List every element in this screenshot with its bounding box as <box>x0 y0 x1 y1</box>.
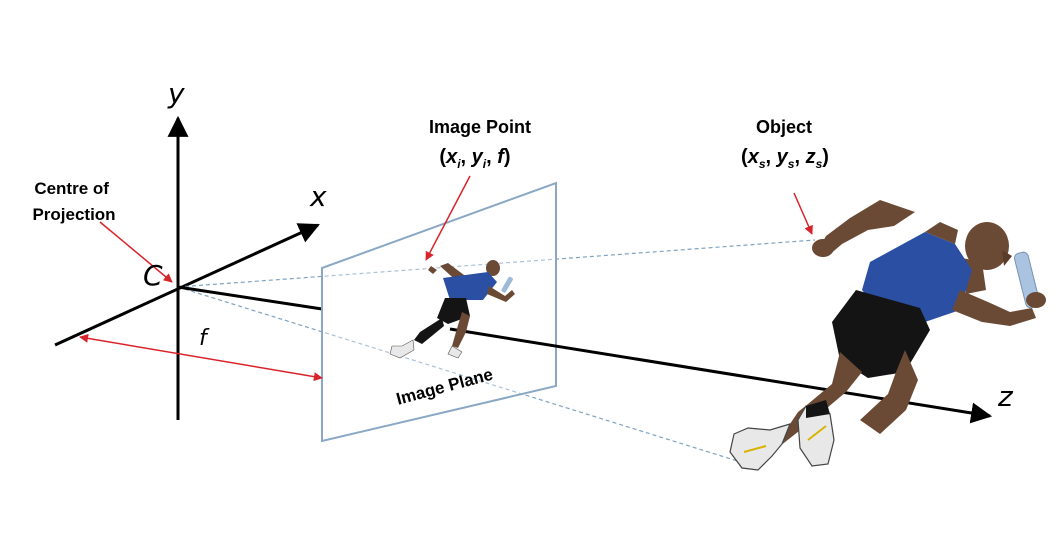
y-axis-label: y <box>167 77 185 110</box>
image-point-title: Image Point <box>429 117 531 137</box>
image-plane <box>321 181 557 443</box>
z-axis-behind-plane <box>177 285 323 311</box>
origin-label: C <box>143 259 163 292</box>
runner-image-icon <box>389 260 515 359</box>
centre-pointer-arrow <box>99 221 173 283</box>
x-axis-label: x <box>309 180 327 213</box>
centre-of-projection-label: Centre of Projection <box>32 179 115 224</box>
projection-ray-bottom <box>177 286 761 469</box>
runner-object-icon <box>729 200 1046 471</box>
focal-length-label: f <box>199 326 210 351</box>
image-point-coords: (xi, yi, f) <box>439 146 510 171</box>
projection-ray-top <box>177 239 816 288</box>
object-pointer-arrow <box>793 192 813 235</box>
x-axis <box>54 223 320 347</box>
object-title: Object <box>756 117 812 137</box>
object-coords: (xs, ys, zs) <box>741 146 829 171</box>
z-axis-label: z <box>997 380 1014 413</box>
image-point-pointer-arrow <box>425 175 471 261</box>
focal-length-arrow <box>79 333 323 382</box>
